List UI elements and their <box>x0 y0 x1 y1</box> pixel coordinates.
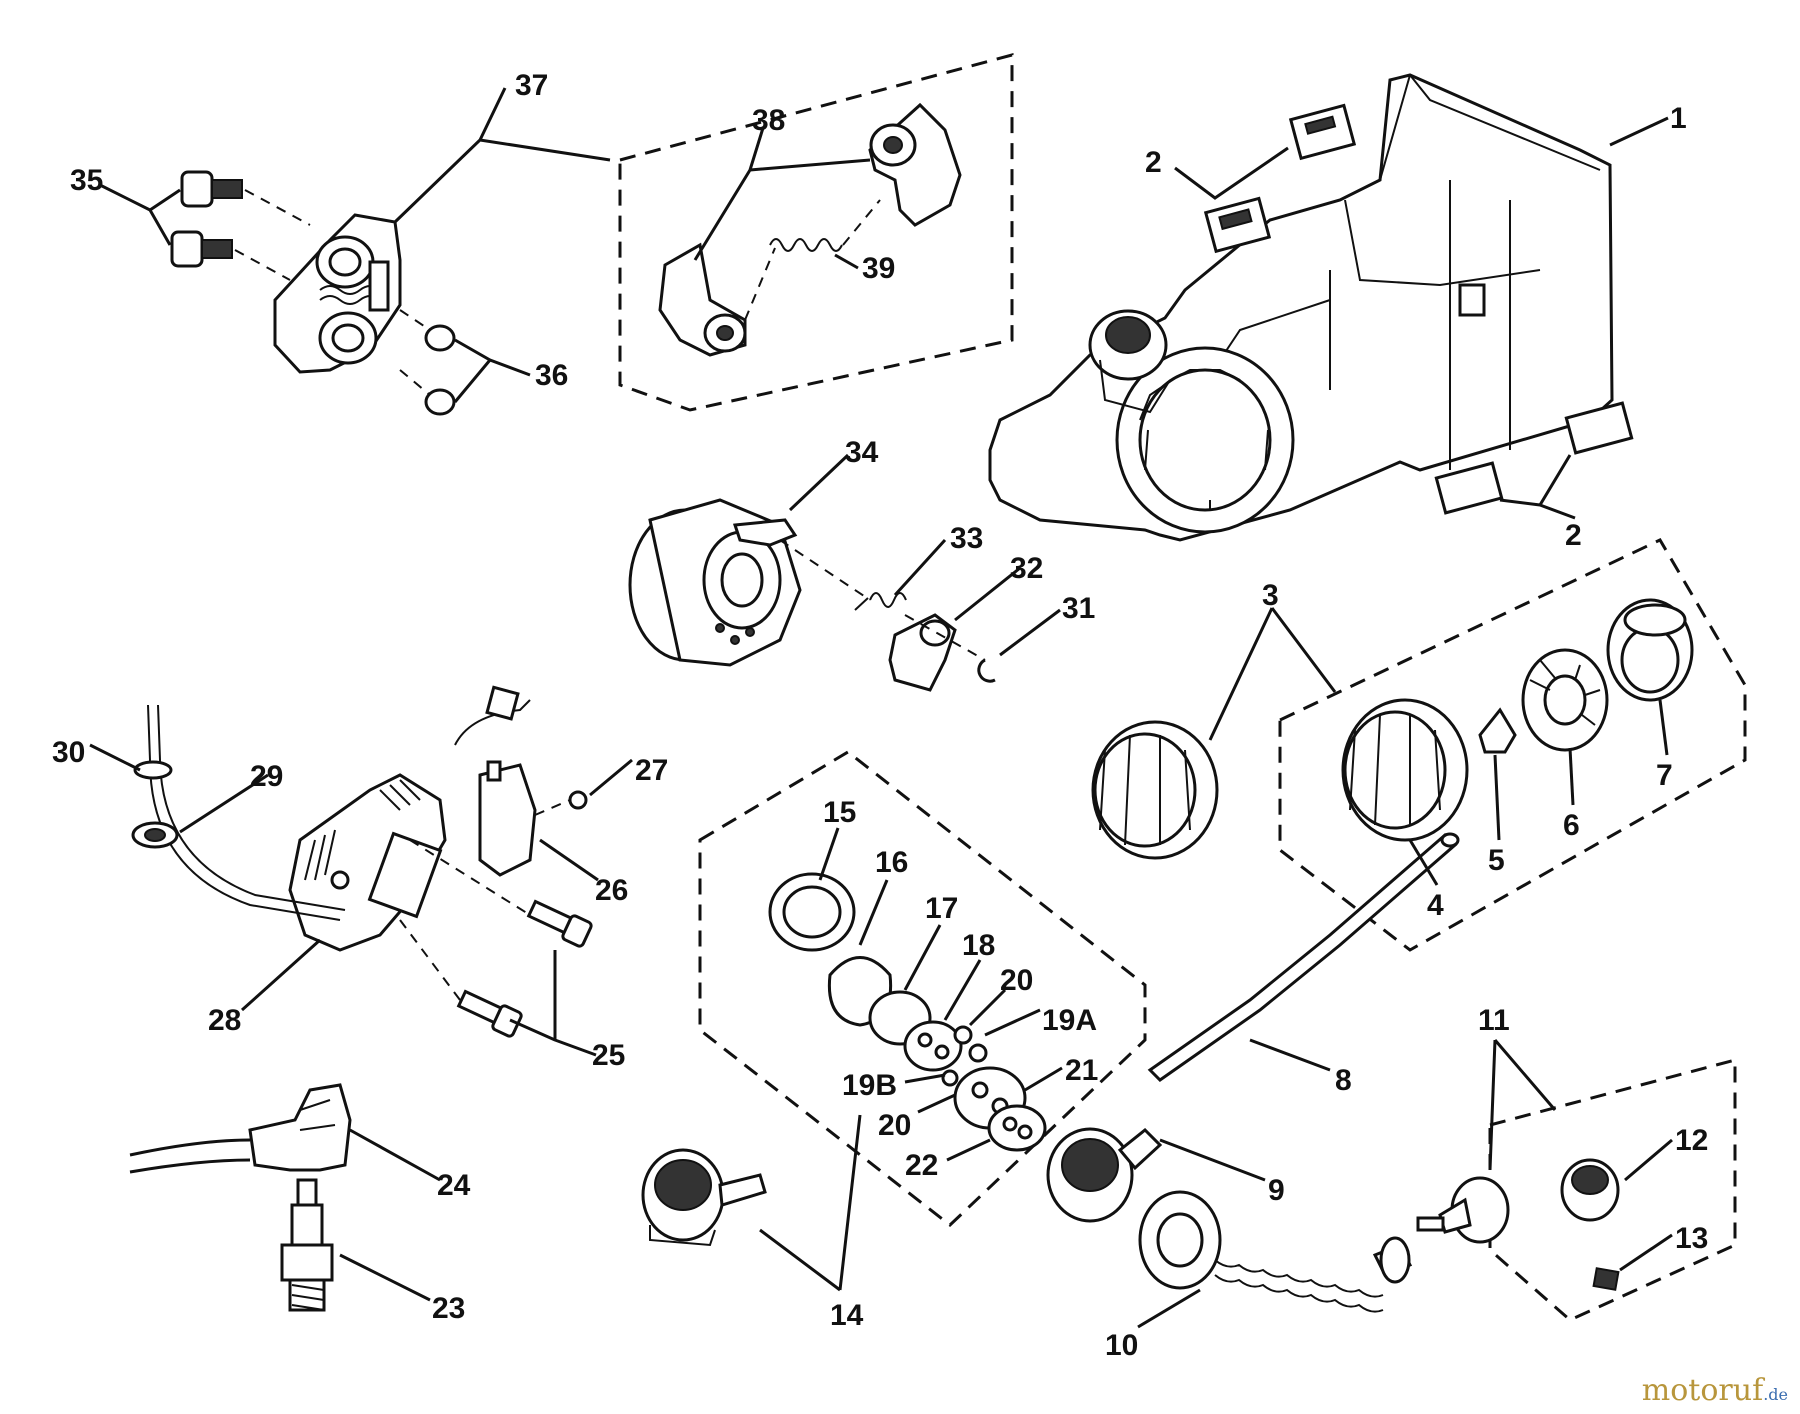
label-7: 7 <box>1656 759 1673 792</box>
label-2-lower: 2 <box>1565 519 1582 552</box>
label-4: 4 <box>1427 889 1444 922</box>
label-38: 38 <box>752 104 785 137</box>
small-screw-part <box>568 790 588 810</box>
label-6: 6 <box>1563 809 1580 842</box>
cap-gasket-part <box>1606 598 1694 702</box>
label-20-bottom: 20 <box>878 1109 911 1142</box>
carburetor-part <box>641 1148 767 1247</box>
clutch-screw-part <box>170 170 243 268</box>
flywheel-part <box>628 498 802 667</box>
clutch-assembly-part <box>273 213 402 374</box>
label-16: 16 <box>875 846 908 879</box>
label-8: 8 <box>1335 1064 1352 1097</box>
label-19a: 19A <box>1042 1004 1097 1037</box>
cable-clamp-part <box>133 760 173 780</box>
cover-gasket-part <box>987 1104 1047 1152</box>
label-26: 26 <box>595 874 628 907</box>
label-32: 32 <box>1010 552 1043 585</box>
cap-retainer-part <box>1521 648 1609 752</box>
primer-assembly-part <box>1046 1127 1163 1223</box>
label-10: 10 <box>1105 1329 1138 1362</box>
vent-valve-part <box>1478 707 1517 754</box>
label-39: 39 <box>862 252 895 285</box>
clutch-shoe-part <box>658 102 962 357</box>
fuel-filter-part <box>1416 1176 1510 1244</box>
watermark-domain: .de <box>1763 1385 1788 1404</box>
fuel-line-part <box>1147 832 1460 1082</box>
label-31: 31 <box>1062 592 1095 625</box>
connector-part-lower <box>1434 401 1634 515</box>
label-24: 24 <box>437 1169 471 1202</box>
gasket-part <box>903 1020 963 1072</box>
coil-alignment-lines <box>399 799 571 1001</box>
label-2-upper: 2 <box>1145 146 1162 179</box>
fuel-cap-outer-part <box>1341 698 1469 842</box>
label-23: 23 <box>432 1292 465 1325</box>
label-15: 15 <box>823 796 856 829</box>
label-12: 12 <box>1675 1124 1708 1157</box>
primer-nut-part <box>768 872 856 952</box>
label-18: 18 <box>962 929 995 962</box>
label-25: 25 <box>592 1039 625 1072</box>
watermark-logo: motoruf.de <box>1642 1373 1788 1408</box>
label-3: 3 <box>1262 579 1279 612</box>
label-21: 21 <box>1065 1054 1098 1087</box>
label-22: 22 <box>905 1149 938 1182</box>
label-11: 11 <box>1478 1004 1510 1037</box>
retaining-ring-part <box>977 658 996 683</box>
spark-plug-part <box>280 1178 334 1312</box>
ignition-coil-part <box>288 773 447 952</box>
coil-screw-part <box>456 899 593 1038</box>
filter-insert-part <box>1592 1267 1620 1291</box>
label-27: 27 <box>635 754 668 787</box>
label-29: 29 <box>250 760 283 793</box>
label-9: 9 <box>1268 1174 1285 1207</box>
label-36: 36 <box>535 359 568 392</box>
leader-lines <box>89 87 1673 1329</box>
clutch-spring-part <box>769 238 843 252</box>
label-34: 34 <box>845 436 879 469</box>
switch-part <box>478 760 537 877</box>
label-14: 14 <box>830 1299 864 1332</box>
label-33: 33 <box>950 522 983 555</box>
fuel-cap-part <box>1091 720 1219 860</box>
watermark-name: motoruf <box>1641 1373 1764 1408</box>
label-37: 37 <box>515 69 548 102</box>
label-35: 35 <box>70 164 103 197</box>
label-20-top: 20 <box>1000 964 1033 997</box>
connector-part-upper <box>1203 103 1357 254</box>
label-13: 13 <box>1675 1222 1708 1255</box>
flywheel-alignment-lines <box>779 539 986 661</box>
label-19b: 19B <box>842 1069 897 1102</box>
grommet-part <box>131 821 179 849</box>
label-17: 17 <box>925 892 958 925</box>
part-labels: 1 2 2 3 4 5 6 7 8 9 10 11 12 13 14 15 16… <box>52 69 1708 1362</box>
label-5: 5 <box>1488 844 1505 877</box>
label-1: 1 <box>1670 102 1687 135</box>
clutch-alignment-lines <box>234 189 431 396</box>
washer-part <box>424 324 456 416</box>
group-box-filter <box>1488 1058 1737 1322</box>
fuel-tank-part <box>988 73 1614 542</box>
group-box-fuel-cap <box>1278 538 1747 952</box>
pawl-part <box>888 613 957 692</box>
group-box-carburetor-kit <box>698 750 1147 1227</box>
label-30: 30 <box>52 736 85 769</box>
pawl-spring-part <box>854 592 907 611</box>
shoe-alignment-lines <box>744 199 881 321</box>
label-28: 28 <box>208 1004 241 1037</box>
spark-plug-boot-part <box>129 1083 352 1174</box>
filter-element-part <box>1560 1158 1620 1222</box>
fuel-pickup-line-part <box>1138 1190 1413 1313</box>
group-box-clutch-shoes <box>618 53 1014 412</box>
